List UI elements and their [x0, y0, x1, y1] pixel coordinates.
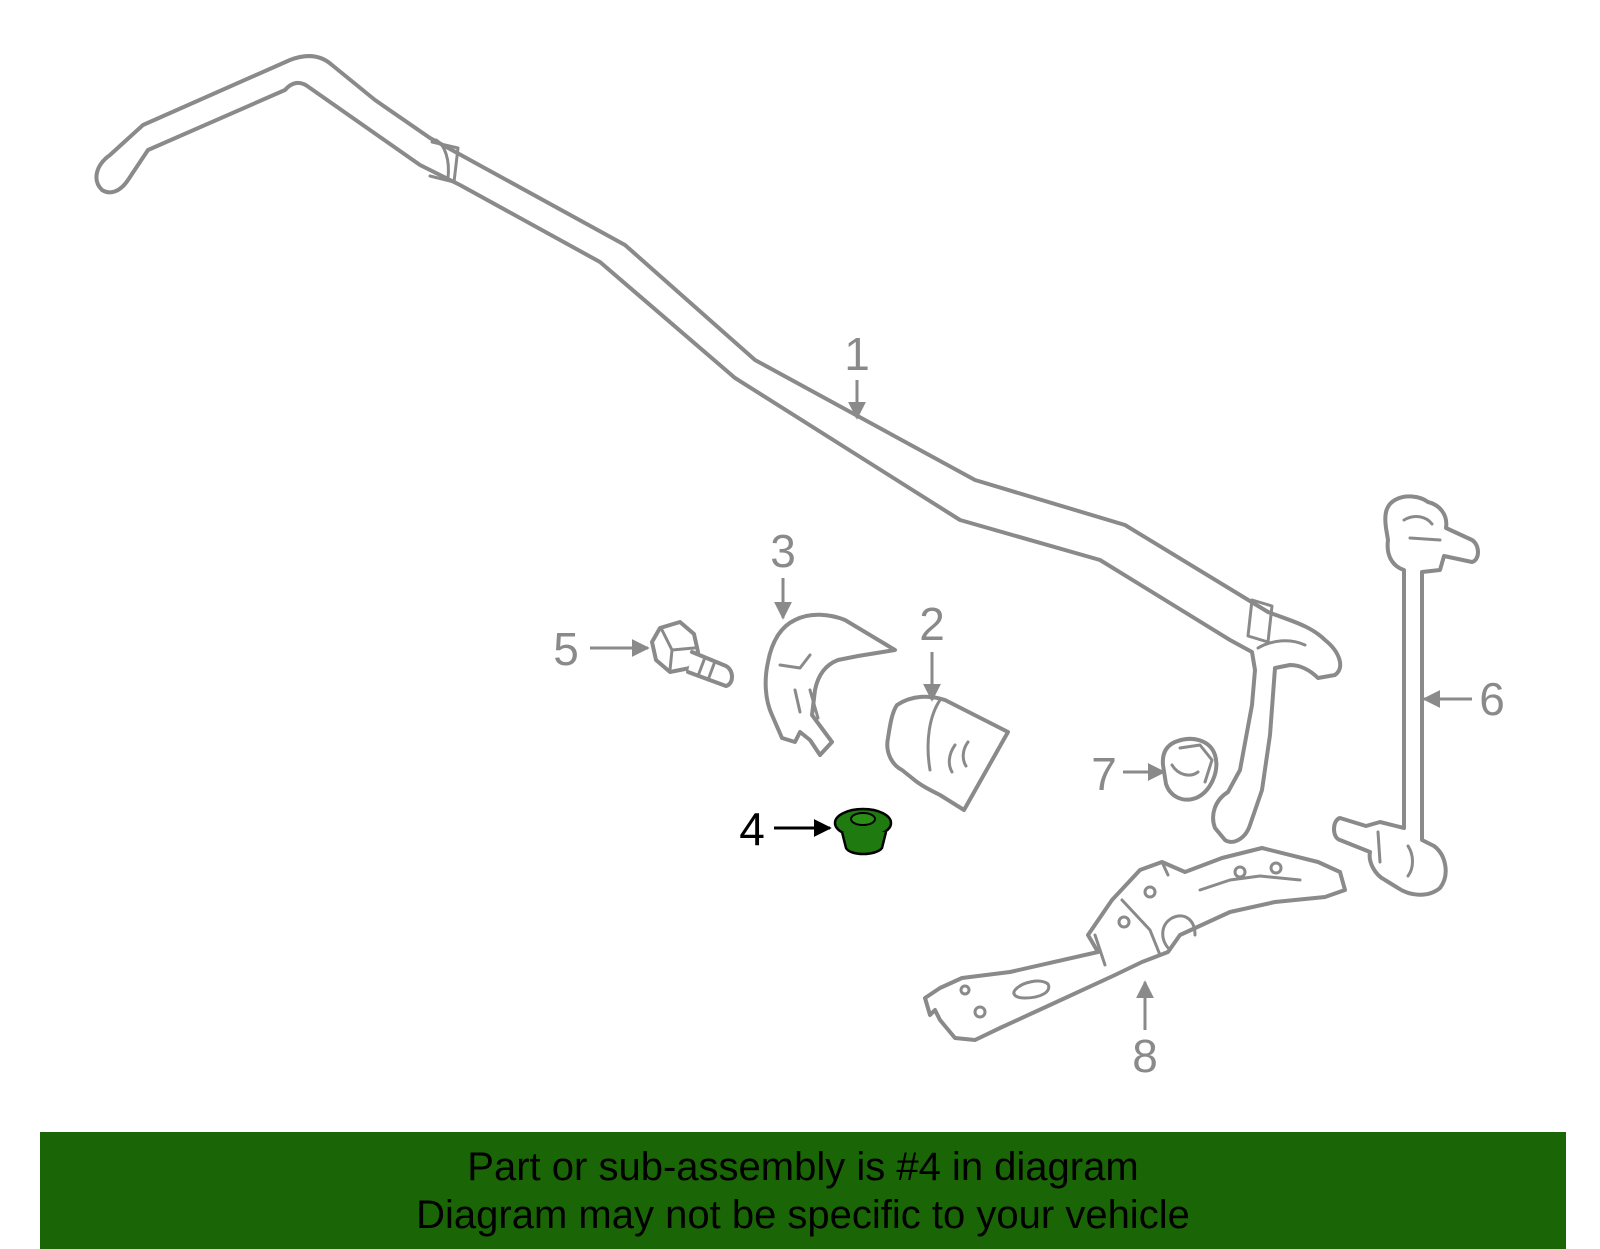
callout-4: 4	[739, 803, 832, 855]
svg-text:4: 4	[739, 803, 765, 855]
bushing-part[interactable]	[885, 694, 1010, 812]
callout-2: 2	[919, 598, 945, 702]
info-banner: Part or sub-assembly is #4 in diagram Di…	[40, 1132, 1566, 1249]
svg-text:1: 1	[844, 328, 870, 380]
callout-3: 3	[770, 525, 796, 620]
callout-7: 7	[1091, 748, 1166, 800]
svg-text:2: 2	[919, 598, 945, 650]
svg-text:3: 3	[770, 525, 796, 577]
nut-highlighted-part[interactable]	[833, 807, 893, 856]
banner-line-1: Part or sub-assembly is #4 in diagram	[467, 1145, 1139, 1189]
mounting-bracket-part[interactable]	[923, 846, 1347, 1042]
callout-1: 1	[844, 328, 870, 420]
callout-6: 6	[1422, 673, 1505, 725]
banner-line-2: Diagram may not be specific to your vehi…	[416, 1193, 1190, 1237]
stabilizer-link-part[interactable]	[1332, 494, 1480, 897]
flange-nut-part[interactable]	[1160, 736, 1219, 802]
svg-text:8: 8	[1132, 1030, 1158, 1082]
stabilizer-bar-part[interactable]	[94, 54, 1343, 844]
callout-5: 5	[553, 623, 650, 675]
callout-8: 8	[1132, 980, 1158, 1082]
svg-text:6: 6	[1479, 673, 1505, 725]
svg-text:7: 7	[1091, 748, 1117, 800]
svg-text:5: 5	[553, 623, 579, 675]
bracket-part[interactable]	[763, 612, 897, 757]
bolt-part[interactable]	[650, 620, 734, 688]
